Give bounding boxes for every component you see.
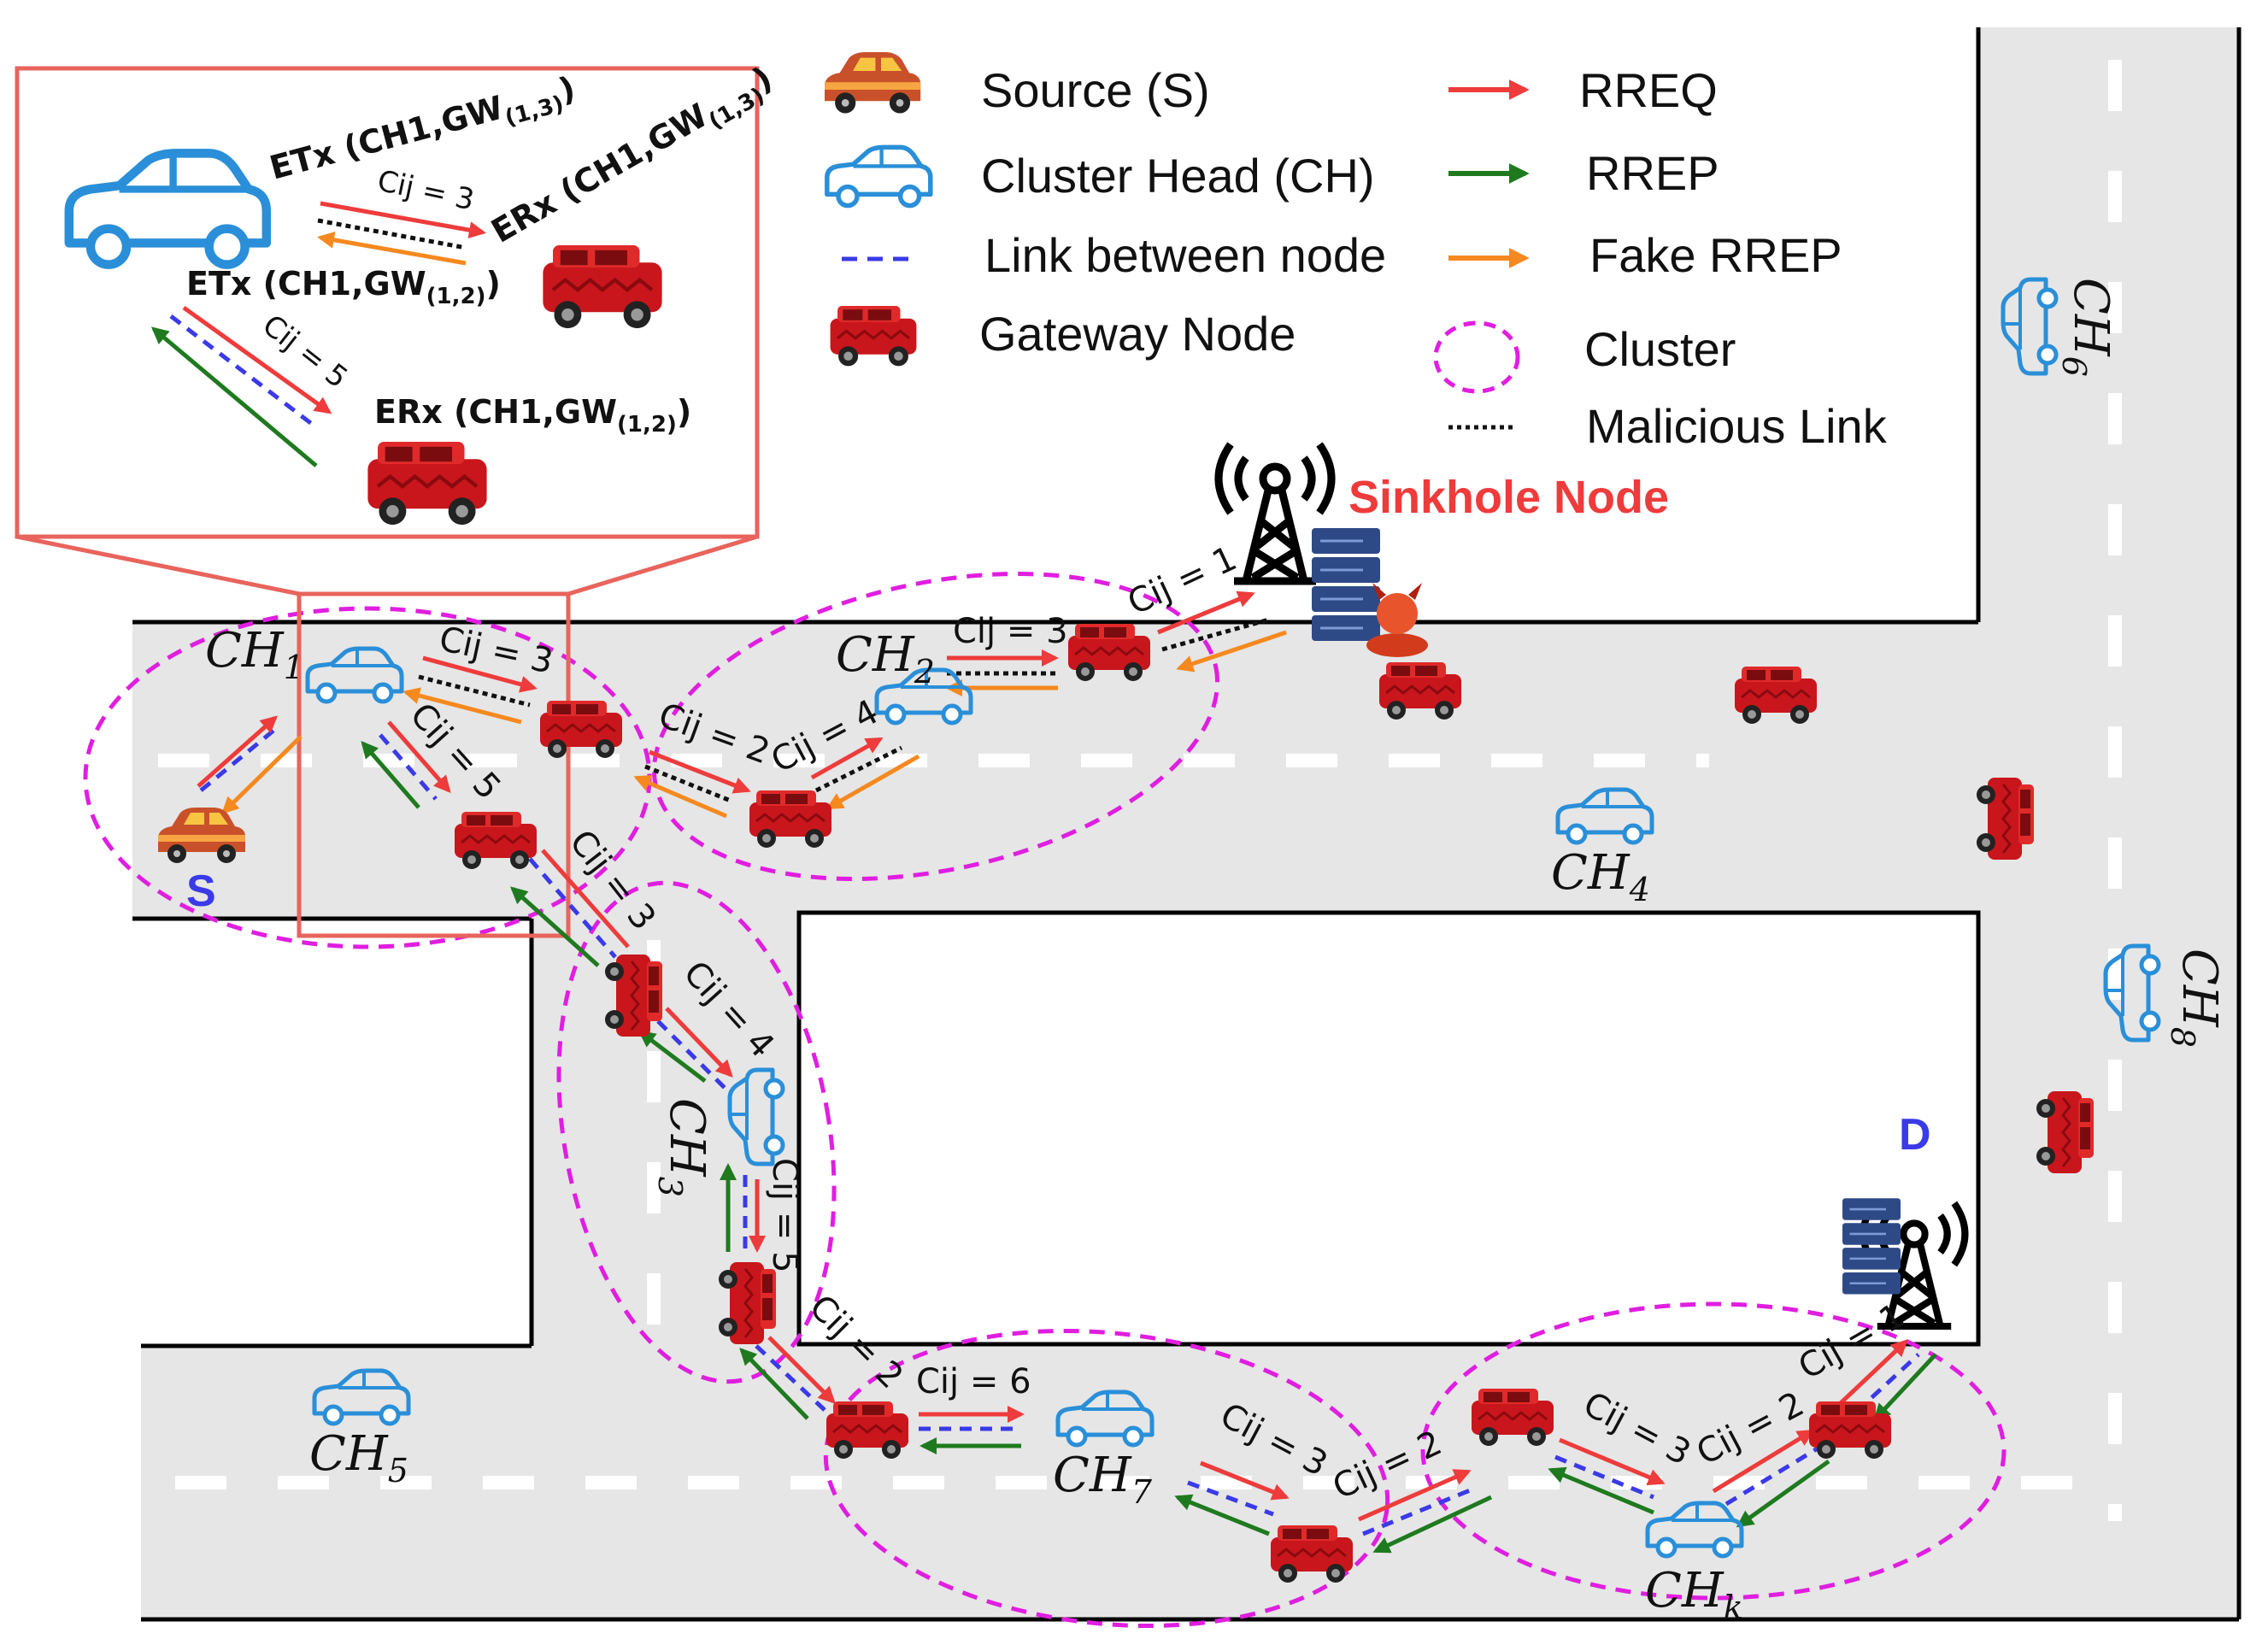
legend-link-label: Link between node [984,228,1386,282]
legend-cluster-head-label: Cluster Head (CH) [981,149,1375,203]
legend-gateway-label: Gateway Node [979,307,1296,361]
ch3-label: CH3 [651,1098,714,1197]
vehicles: S [158,279,2159,1584]
attacker-devil-icon [1366,583,1428,657]
cost-label: Cij = 1 [1122,539,1243,624]
inset-etx-2: ETx (CH1,GW(1,2)) [186,265,501,309]
cost-label: Cij = 6 [916,1362,1031,1401]
legend-rrep-label: RREP [1586,146,1719,200]
legend-cluster-label: Cluster [1584,322,1736,376]
ch4-label: CH4 [1551,845,1650,908]
ch6-label: CH6 [2055,278,2118,377]
legend-cluster-head-icon [827,147,931,205]
inset-erx-2: ERx (CH1,GW(1,2)) [374,393,691,438]
cost-label: Cij = 3 [953,612,1068,651]
ch2-label: CH2 [836,627,935,690]
cost-label: Cij = 5 [765,1158,804,1273]
legend-fake-rrep-label: Fake RREP [1589,228,1842,282]
sinkhole-label: Sinkhole Node [1348,472,1669,523]
legend-source-icon [825,52,921,114]
destination-node: D [1841,1110,1965,1326]
destination-label: D [1899,1110,1931,1160]
zoom-inset: ETx (CH1,GW(1,3)) ERx (CH1,GW(1,3)) ETx … [15,59,779,938]
cluster-head-labels: CH1 CH2 CH3 CH4 CH5 CH6 CH7 CH8 CHk [205,278,2227,1626]
ch7-label: CH7 [1053,1448,1153,1511]
links [197,590,1937,1554]
chk-label: CHk [1645,1563,1743,1626]
legend-source-label: Source (S) [981,63,1210,117]
legend-rreq-label: RREQ [1579,63,1718,117]
sinkhole-node: Sinkhole Node [1219,444,1669,657]
ch5-label: CH5 [309,1426,408,1489]
cluster-3 [556,880,837,1384]
legend-gateway-icon [829,304,918,367]
legend: Source (S) Cluster Head (CH) Link betwee… [825,52,1888,453]
source-label: S [186,867,216,916]
cluster-k [1420,1301,2007,1601]
road-network [132,27,2242,1622]
legend-cluster-icon [1433,320,1520,394]
legend-malicious-label: Malicious Link [1586,399,1888,453]
ch8-label: CH8 [2164,949,2227,1048]
ch1-label: CH1 [205,623,304,686]
sinkhole-server-icon [1310,526,1382,643]
